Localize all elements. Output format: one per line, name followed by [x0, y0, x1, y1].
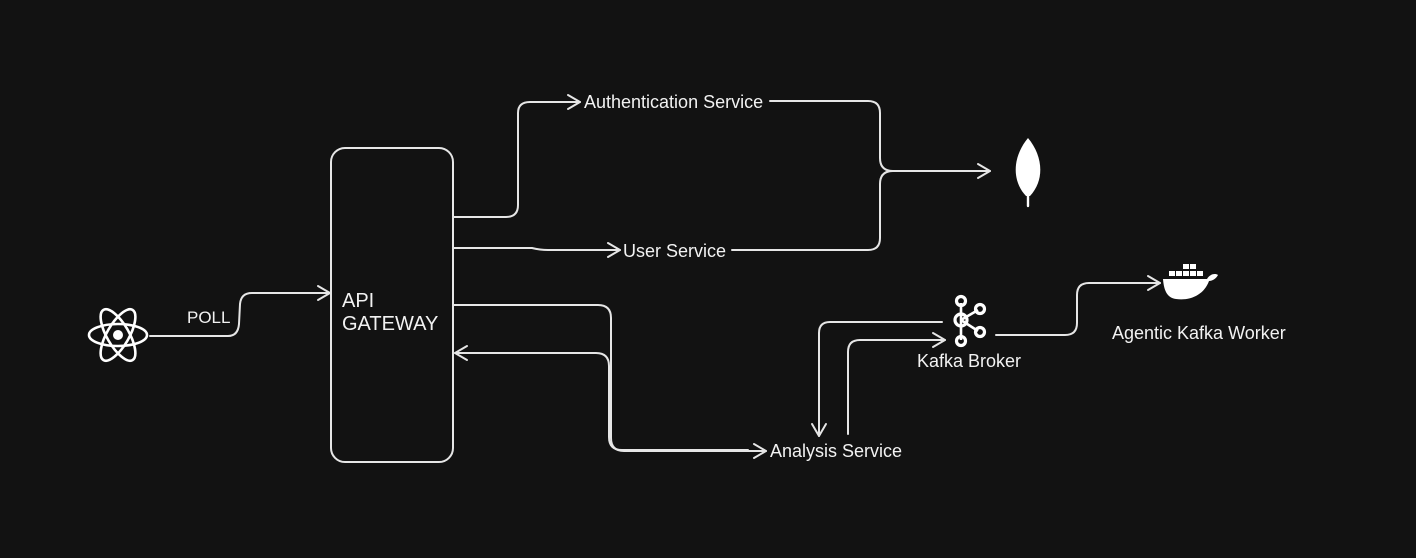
user-service-label[interactable]: User Service	[623, 241, 727, 261]
react-icon	[87, 307, 149, 363]
kafka-broker-label[interactable]: Kafka Broker	[917, 351, 1022, 371]
db-arrow-head	[977, 163, 991, 179]
docker-icon	[1163, 264, 1218, 300]
auth-arrow-head	[567, 94, 581, 110]
poll-label: POLL	[187, 308, 231, 327]
analysis-arrow-head	[753, 443, 767, 459]
api-gateway-label: API GATEWAY	[342, 290, 438, 336]
poll-arrow	[149, 292, 331, 337]
kafka-to-analysis-arrow	[818, 321, 943, 437]
auth-service-label[interactable]: Authentication Service	[584, 92, 764, 112]
auth-db-line	[769, 100, 894, 172]
agentic-kafka-worker-label[interactable]: Agentic Kafka Worker	[1112, 323, 1286, 343]
kafka-to-worker-arrow-head	[1147, 275, 1161, 291]
user-arrow	[452, 247, 621, 251]
mongodb-leaf-icon	[1015, 138, 1041, 208]
user-arrow-head	[607, 242, 621, 258]
poll-arrow-head	[317, 285, 331, 301]
analysis-to-kafka-arrow	[847, 339, 946, 435]
user-db-line	[731, 170, 894, 251]
analysis-return-arrow-head	[454, 345, 468, 361]
auth-arrow	[452, 101, 581, 218]
api-gateway-line1: API	[342, 290, 375, 312]
kafka-to-worker-arrow	[995, 282, 1161, 336]
analysis-return-arrow	[454, 352, 749, 451]
kafka-to-analysis-arrow-head	[811, 423, 827, 437]
api-gateway-line2: GATEWAY	[342, 313, 439, 335]
analysis-to-kafka-arrow-head	[932, 332, 946, 348]
kafka-icon	[953, 294, 987, 348]
analysis-service-label[interactable]: Analysis Service	[770, 441, 903, 461]
